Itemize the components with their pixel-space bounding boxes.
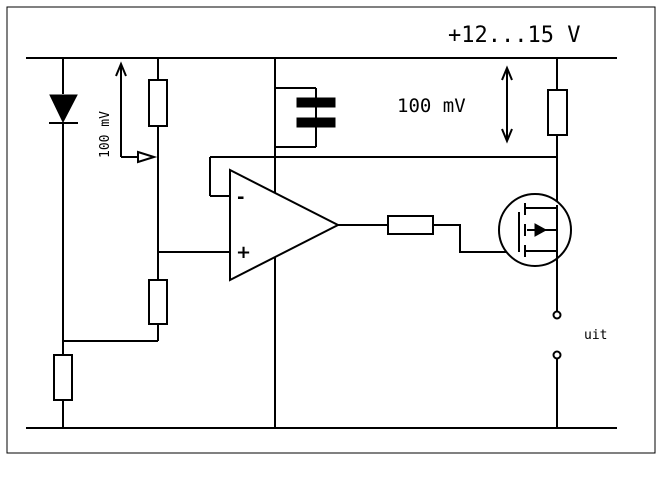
capacitor-plate-1 xyxy=(296,97,336,108)
opamp-noninverting-sign: + xyxy=(236,242,251,263)
mosfet-transistor xyxy=(498,193,572,267)
output-terminal-top xyxy=(552,310,562,320)
opamp-symbol xyxy=(229,168,341,282)
diode-bias-resistor xyxy=(53,354,73,401)
drawing-frame xyxy=(6,6,656,454)
supply-voltage-label: +12...15 V xyxy=(448,23,580,48)
output-label: uit xyxy=(584,328,607,343)
reference-arrow-head-right xyxy=(137,150,158,164)
sense-voltage-label: 100 mV xyxy=(397,95,466,117)
gate-drive-wire xyxy=(433,224,519,253)
sense-arrow-head-down xyxy=(501,128,513,144)
capacitor-plate-2 xyxy=(296,117,336,128)
reference-voltage-indicator: 100 mV xyxy=(98,61,158,164)
opamp-inverting-sign: - xyxy=(237,187,244,208)
reference-diode xyxy=(49,94,78,124)
reference-arrow-head-up xyxy=(115,61,127,77)
diode-triangle xyxy=(49,94,78,124)
sense-voltage-indicator: 100 mV xyxy=(397,65,513,144)
sense-arrow-head-up xyxy=(501,65,513,81)
divider-upper-resistor xyxy=(148,79,168,127)
divider-lower-resistor xyxy=(148,279,168,325)
mosfet-arrow xyxy=(534,223,548,237)
output-terminal-bottom xyxy=(552,350,562,360)
gate-resistor xyxy=(387,215,434,235)
reference-voltage-label: 100 mV xyxy=(98,111,113,158)
sense-resistor xyxy=(547,89,568,136)
decoupling-capacitor xyxy=(296,88,336,147)
